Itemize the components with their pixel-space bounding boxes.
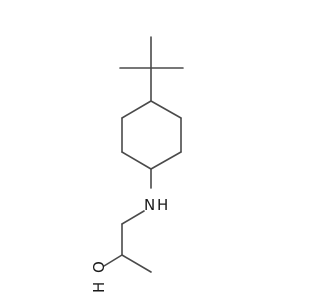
hydroxyl-group: O H: [90, 261, 108, 293]
structure-diagram: N H O H: [90, 36, 184, 293]
ring-bond-4: [121, 151, 152, 170]
bond-choh-methyl: [121, 254, 152, 273]
nitrogen-symbol: N: [144, 196, 155, 214]
cyclohexane-ring: [121, 100, 182, 170]
tert-butyl-group: [119, 36, 184, 102]
oxygen-symbol: O: [90, 261, 108, 273]
ring-bond-3: [150, 151, 182, 170]
nitrogen-hydrogen: H: [157, 196, 168, 214]
oxygen-hydrogen: H: [90, 282, 108, 293]
amino-propanol-chain: [103, 168, 152, 273]
bond-nitrogen-ch2: [121, 210, 145, 225]
ring-bond-6: [121, 100, 152, 119]
bond-choh-oxygen: [103, 254, 123, 267]
nitrogen-atom: N H: [144, 196, 168, 214]
ring-bond-1: [150, 100, 182, 119]
